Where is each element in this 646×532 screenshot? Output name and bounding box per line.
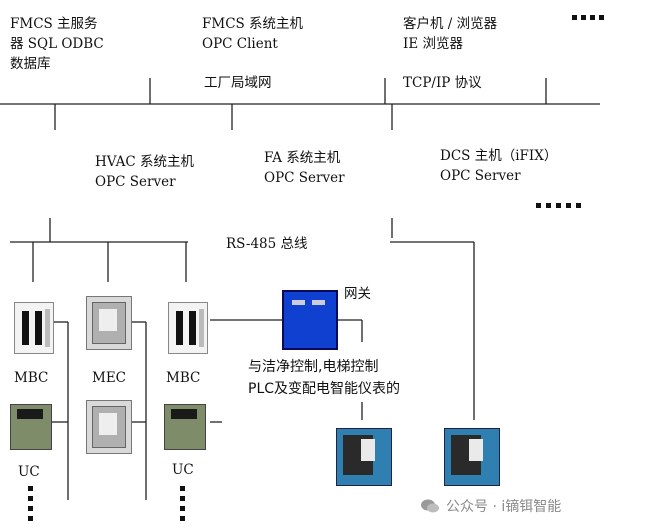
uc-unit-left xyxy=(10,404,52,450)
mec-controller xyxy=(86,296,132,350)
watermark: 公众号 · i镝铒智能 xyxy=(420,496,561,516)
mbc-controller-left xyxy=(14,302,54,354)
mec-controller-lower xyxy=(86,400,132,454)
watermark-text: 公众号 · i镝铒智能 xyxy=(446,499,562,515)
mec-label: MEC xyxy=(92,370,127,386)
uc-label-left: UC xyxy=(18,464,40,480)
uc-label-right: UC xyxy=(172,462,194,478)
tcpip-label: TCP/IP 协议 xyxy=(403,75,482,91)
plc-device-left xyxy=(336,428,392,486)
gateway-label: 网关 xyxy=(344,286,371,302)
wechat-icon xyxy=(421,499,439,513)
mbc-label-right: MBC xyxy=(166,370,201,386)
uc-unit-right xyxy=(164,404,206,450)
gateway-device xyxy=(282,290,338,350)
mbc-label-left: MBC xyxy=(14,370,49,386)
dcs-server-label: DCS 主机（iFIX）OPC Server xyxy=(440,148,558,184)
mbc-controller-right xyxy=(168,302,208,354)
rs485-bus-label: RS-485 总线 xyxy=(226,236,308,252)
factory-lan-label: 工厂局域网 xyxy=(204,75,272,91)
continuation-dots xyxy=(28,15,604,521)
plc-device-right xyxy=(444,428,500,486)
